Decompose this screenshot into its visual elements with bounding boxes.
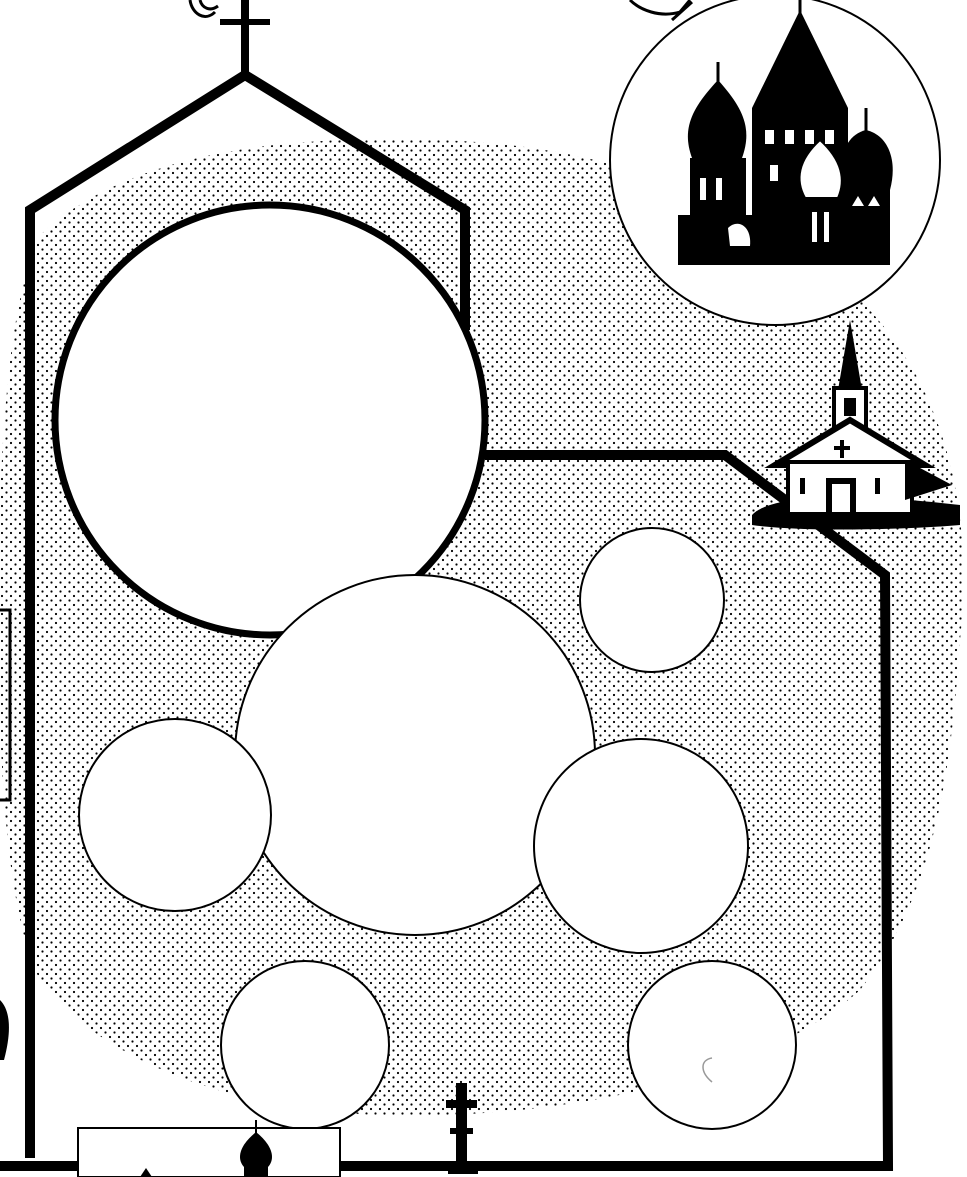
orthodox-cross-icon: [190, 0, 270, 72]
circle-upper-right-small: [580, 528, 724, 672]
bottom-box: [78, 1128, 340, 1177]
top-decoration: [630, 0, 692, 20]
circle-bottom-left: [221, 961, 389, 1129]
left-leaf-mark: [0, 1000, 9, 1060]
circle-bottom-right: [628, 961, 796, 1129]
circle-main-top: [55, 205, 485, 635]
circle-middle-right: [534, 739, 748, 953]
circle-middle-left: [79, 719, 271, 911]
